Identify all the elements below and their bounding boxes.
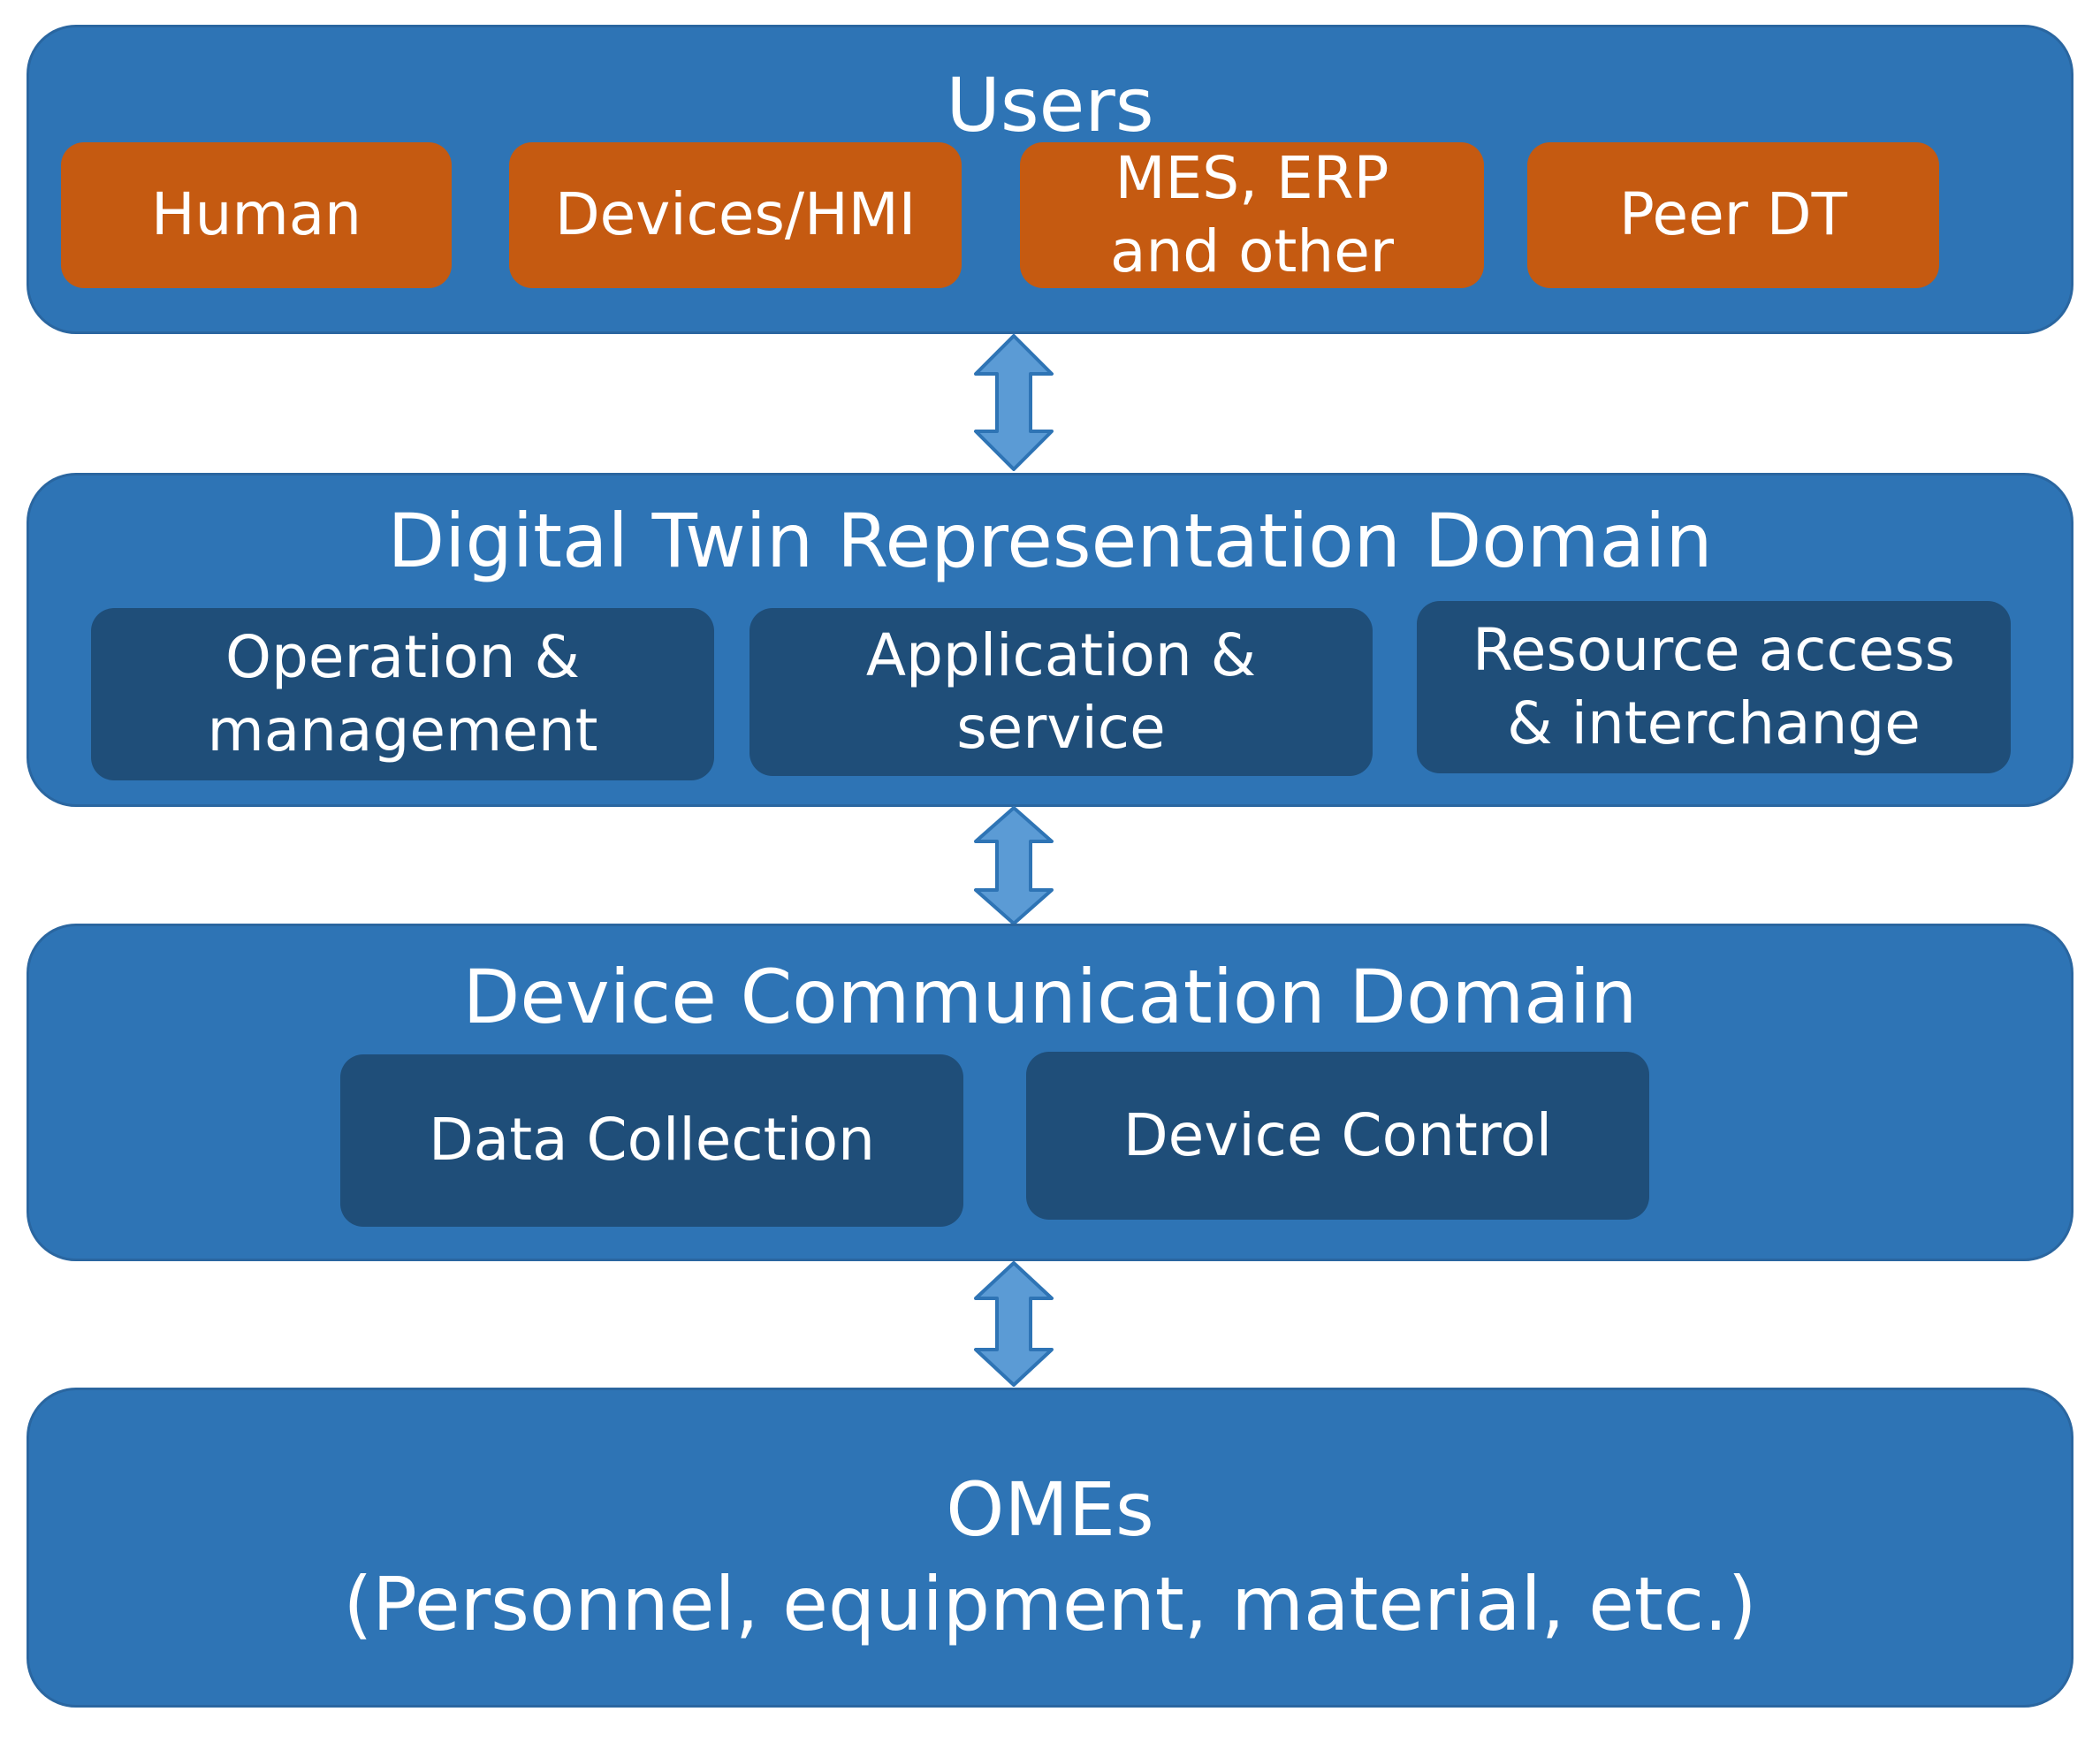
user-box-peer-dt: Peer DT — [1527, 142, 1939, 288]
user-box-human: Human — [61, 142, 452, 288]
user-box-devices-hmi: Devices/HMI — [509, 142, 962, 288]
dc-box-data-collection: Data Collection — [340, 1054, 963, 1227]
bidirectional-arrow-dt-dc — [974, 806, 1054, 925]
omes-text: OMEs (Personnel, equipment, material, et… — [29, 1463, 2071, 1651]
dt-box-operation-management: Operation & management — [91, 608, 714, 780]
bidirectional-arrow-users-dt — [974, 334, 1054, 471]
dc-domain-title: Device Communication Domain — [462, 954, 1638, 1040]
bidirectional-arrow-dc-omes — [974, 1261, 1054, 1387]
device-communication-layer: Device Communication Domain Data Collect… — [27, 924, 2073, 1261]
dc-box-label: Device Control — [1122, 1100, 1553, 1169]
double-arrow-icon — [974, 1261, 1054, 1387]
user-box-label: Human — [150, 180, 362, 249]
omes-title: OMEs — [946, 1466, 1154, 1553]
user-box-label: MES, ERP — [1115, 144, 1389, 212]
dt-box-resource-access: Resource access & interchange — [1417, 601, 2011, 773]
dt-box-label: Operation & — [225, 623, 580, 691]
dt-box-label: management — [207, 696, 598, 765]
dt-representation-layer: Digital Twin Representation Domain Opera… — [27, 473, 2073, 807]
dt-domain-title: Digital Twin Representation Domain — [387, 498, 1713, 584]
user-box-mes-erp: MES, ERP and other — [1020, 142, 1484, 288]
dt-box-application-service: Application & service — [749, 608, 1373, 776]
user-box-label: and other — [1110, 217, 1394, 285]
dc-box-label: Data Collection — [428, 1106, 876, 1175]
dt-box-label: Application & — [865, 620, 1257, 689]
dt-box-label: Resource access — [1472, 616, 1956, 684]
users-title: Users — [946, 62, 1154, 148]
double-arrow-icon — [974, 334, 1054, 471]
users-layer: Users Human Devices/HMI MES, ERP and oth… — [27, 25, 2073, 334]
dc-box-device-control: Device Control — [1026, 1052, 1649, 1220]
omes-subtitle: (Personnel, equipment, material, etc.) — [343, 1560, 1757, 1647]
double-arrow-icon — [974, 806, 1054, 925]
user-box-label: Devices/HMI — [554, 180, 917, 249]
user-box-label: Peer DT — [1619, 180, 1847, 249]
dt-box-label: & interchange — [1507, 688, 1921, 757]
omes-layer: OMEs (Personnel, equipment, material, et… — [27, 1388, 2073, 1708]
dt-box-label: service — [956, 694, 1166, 762]
